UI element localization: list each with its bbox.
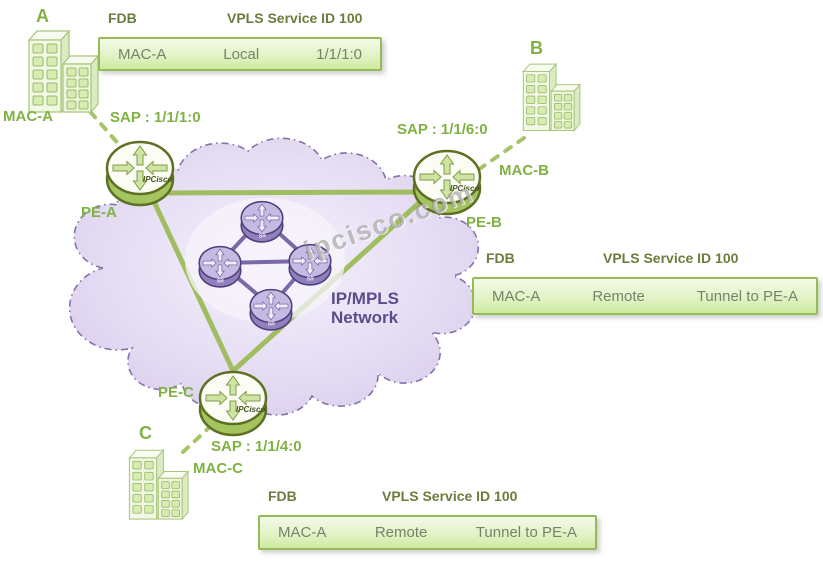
- fdb-row: MAC-A Remote Tunnel to PE-A: [258, 515, 597, 550]
- site-b-mac-label: MAC-B: [499, 162, 549, 179]
- core-router-bottom: SR: [249, 288, 293, 331]
- fdb-cell-mac: MAC-A: [278, 524, 327, 541]
- fdb-cell-type: Remote: [592, 287, 645, 305]
- pe-a-router: IPCisco: [105, 140, 175, 207]
- cloud-caption: IP/MPLS Network: [331, 289, 399, 327]
- site-c-letter: C: [139, 423, 152, 443]
- site-a-letter: A: [36, 6, 49, 26]
- core-router-top: SR: [240, 200, 284, 243]
- pe-a-sap-label: SAP : 1/1/1:0: [110, 109, 201, 126]
- building-site-a: [28, 30, 99, 113]
- fdb-header: FDB VPLS Service ID 100: [472, 250, 818, 270]
- site-b-letter: B: [530, 38, 543, 58]
- fdb-table-pe-a: FDB VPLS Service ID 100 MAC-A Local 1/1/…: [98, 10, 382, 71]
- fdb-cell-type: Local: [223, 45, 260, 63]
- fdb-cell-dest: 1/1/1:0: [316, 45, 362, 63]
- core-router-right: SR: [288, 243, 332, 286]
- fdb-table-pe-c: FDB VPLS Service ID 100 MAC-A Remote Tun…: [258, 488, 597, 550]
- pe-a-label: PE-A: [81, 204, 117, 221]
- fdb-cell-mac: MAC-A: [118, 45, 167, 63]
- fdb-service-id: VPLS Service ID 100: [227, 10, 363, 26]
- core-router-label: SR: [307, 277, 314, 283]
- core-router-label: SR: [259, 234, 266, 240]
- cloud-caption-line1: IP/MPLS: [331, 289, 400, 308]
- fdb-cell-dest: Tunnel to PE-A: [475, 524, 577, 541]
- pe-router-brand: IPCisco: [143, 175, 172, 184]
- pe-c-sap-label: SAP : 1/1/4:0: [211, 438, 302, 455]
- pe-router-brand: IPCisco: [236, 405, 265, 414]
- fdb-title: FDB: [108, 10, 137, 26]
- fdb-table-pe-b: FDB VPLS Service ID 100 MAC-A Remote Tun…: [472, 250, 818, 315]
- fdb-header: FDB VPLS Service ID 100: [258, 488, 597, 508]
- core-router-left: SR: [198, 245, 242, 288]
- pe-router-brand: IPCisco: [450, 184, 479, 193]
- fdb-row: MAC-A Local 1/1/1:0: [98, 37, 382, 71]
- fdb-title: FDB: [268, 488, 297, 504]
- core-router-label: SR: [217, 279, 224, 285]
- core-router-label: SR: [268, 322, 275, 328]
- fdb-service-id: VPLS Service ID 100: [382, 488, 518, 504]
- fdb-cell-mac: MAC-A: [492, 287, 541, 305]
- pe-c-router: IPCisco: [198, 370, 268, 437]
- pe-b-sap-label: SAP : 1/1/6:0: [397, 121, 488, 138]
- fdb-title: FDB: [486, 250, 515, 266]
- site-c-mac-label: MAC-C: [193, 460, 243, 477]
- fdb-service-id: VPLS Service ID 100: [603, 250, 739, 266]
- pe-b-router: IPCisco: [412, 149, 482, 216]
- building-site-b: [522, 63, 581, 132]
- fdb-cell-dest: Tunnel to PE-A: [696, 287, 798, 305]
- fdb-row: MAC-A Remote Tunnel to PE-A: [472, 277, 818, 315]
- building-site-c: [128, 449, 189, 520]
- link-site-a: [78, 98, 124, 150]
- pe-b-label: PE-B: [466, 214, 502, 231]
- cloud-caption-line2: Network: [331, 308, 399, 327]
- pe-c-label: PE-C: [158, 384, 194, 401]
- site-a-mac-label: MAC-A: [3, 108, 53, 125]
- fdb-header: FDB VPLS Service ID 100: [98, 10, 382, 30]
- fdb-cell-type: Remote: [374, 524, 428, 541]
- link-site-b: [476, 136, 526, 172]
